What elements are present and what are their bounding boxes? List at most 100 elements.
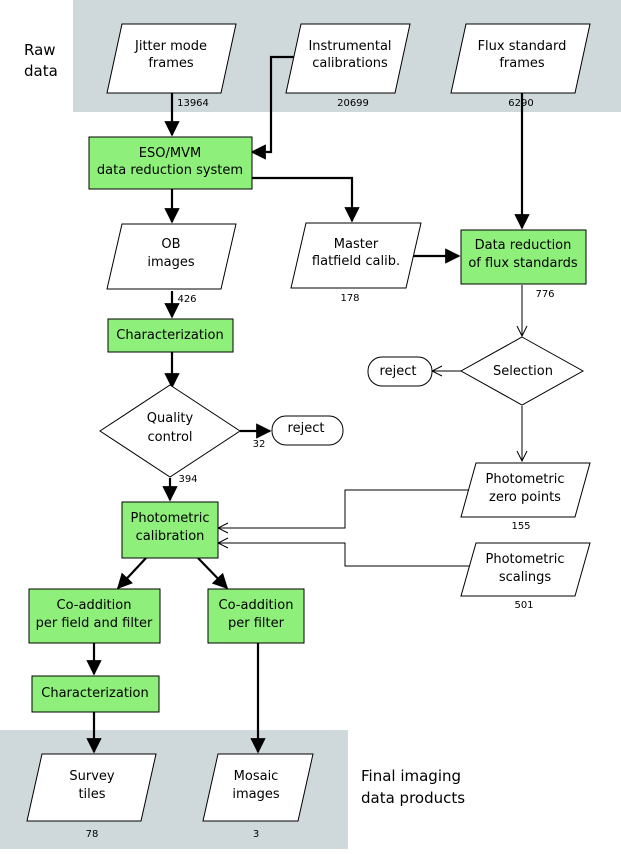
label-line1: OB <box>161 237 180 252</box>
count: 501 <box>514 600 533 611</box>
label-line1: Jitter mode <box>134 39 207 54</box>
data-parallelogram <box>450 23 591 94</box>
label: Selection <box>493 364 553 379</box>
label: Characterization <box>116 328 224 343</box>
data-parallelogram <box>106 223 237 290</box>
decision-diamond <box>459 336 585 406</box>
label-line2: frames <box>499 56 545 71</box>
node-master-flatfield: Master flatfield calib. 178 <box>290 222 422 304</box>
label-line2: frames <box>148 56 194 71</box>
count: 394 <box>178 474 197 485</box>
count: 178 <box>340 293 359 304</box>
node-coaddition-per-filter: Co-addition per filter <box>207 588 305 644</box>
node-flux-standard-frames: Flux standard frames 6290 <box>450 23 591 109</box>
label-line1: Photometric <box>131 511 210 526</box>
count: 32 <box>253 439 266 450</box>
data-parallelogram <box>26 753 157 822</box>
label-line2: flatfield calib. <box>312 254 400 269</box>
process-box <box>460 229 587 285</box>
node-mosaic-images: Mosaic images 3 <box>202 753 314 840</box>
process-box <box>88 136 253 190</box>
count: 6290 <box>508 98 533 109</box>
process-box <box>28 588 161 644</box>
node-characterization-1: Characterization <box>107 318 234 353</box>
process-box <box>31 675 160 713</box>
terminator <box>271 415 344 446</box>
label-line1: Master <box>334 237 379 252</box>
node-selection: Selection <box>459 336 585 406</box>
label-line1: Flux standard <box>478 39 567 54</box>
data-parallelogram <box>460 542 591 597</box>
label-line1: Co-addition <box>57 598 132 613</box>
count: 20699 <box>337 98 369 109</box>
label-line2: control <box>147 430 192 445</box>
node-characterization-2: Characterization <box>31 675 160 713</box>
process-box <box>207 588 305 644</box>
label-line2: tiles <box>78 787 105 802</box>
node-data-reduction-flux: Data reduction of flux standards 776 <box>460 229 587 300</box>
data-parallelogram <box>106 23 237 94</box>
node-eso-mvm-reduction: ESO/MVM data reduction system <box>88 136 253 190</box>
label: reject <box>288 421 325 436</box>
count: 426 <box>177 294 196 305</box>
label-line1: Survey <box>69 769 115 784</box>
edge-photcal-to-coadd-filter <box>197 557 229 590</box>
raw-data-label-line1: Raw <box>24 41 56 59</box>
label-line1: Co-addition <box>219 598 294 613</box>
label: reject <box>380 364 417 379</box>
data-parallelogram <box>202 753 314 822</box>
label-line2: of flux standards <box>468 256 578 271</box>
data-parallelogram <box>460 462 591 518</box>
final-products-label-line2: data products <box>361 789 465 807</box>
label-line2: per filter <box>228 616 285 631</box>
label-line2: data reduction system <box>97 163 243 178</box>
label-line1: Mosaic <box>234 769 279 784</box>
label-line2: calibration <box>136 529 205 544</box>
node-photometric-scalings: Photometric scalings 501 <box>460 542 591 611</box>
node-instrumental-calibrations: Instrumental calibrations 20699 <box>285 23 411 109</box>
label-line2: scalings <box>499 570 552 585</box>
label-line1: ESO/MVM <box>139 146 201 161</box>
node-ob-images: OB images 426 <box>106 223 237 305</box>
label-line1: Instrumental <box>308 39 391 54</box>
node-coaddition-per-field-filter: Co-addition per field and filter <box>28 588 161 644</box>
count: 78 <box>86 829 99 840</box>
data-parallelogram <box>285 23 411 94</box>
node-jitter-frames: Jitter mode frames 13964 <box>106 23 237 109</box>
thin-connectors <box>218 285 522 567</box>
label-line1: Photometric <box>486 472 565 487</box>
count: 155 <box>511 521 530 532</box>
edge-scalings-to-photcal <box>218 543 470 567</box>
label-line1: Data reduction <box>475 238 572 253</box>
label-line2: calibrations <box>312 56 388 71</box>
label: Characterization <box>41 686 149 701</box>
count: 3 <box>253 829 259 840</box>
final-products-label-line1: Final imaging <box>361 767 461 785</box>
label-line2: zero points <box>489 490 561 505</box>
label-line2: images <box>147 255 194 270</box>
node-photometric-zero-points: Photometric zero points 155 <box>460 462 591 532</box>
data-parallelogram <box>290 222 422 289</box>
node-reject-selection: reject <box>367 356 433 387</box>
node-photometric-calibration: Photometric calibration <box>121 501 219 559</box>
label-line1: Photometric <box>486 552 565 567</box>
process-box <box>107 318 234 353</box>
label-line1: Quality <box>147 411 194 426</box>
node-survey-tiles: Survey tiles 78 <box>26 753 157 840</box>
edge-instr-to-eso <box>250 55 301 160</box>
process-box <box>121 501 219 559</box>
count: 776 <box>535 289 554 300</box>
label-line2: per field and filter <box>36 616 153 631</box>
edge-eso-to-master <box>252 176 360 223</box>
label-line2: images <box>232 787 279 802</box>
node-reject-quality: reject 32 <box>253 415 344 450</box>
count: 13964 <box>177 98 209 109</box>
thick-connectors <box>86 55 530 754</box>
edge-photcal-to-coadd-field <box>116 557 147 590</box>
terminator <box>367 356 433 387</box>
node-quality-control: Quality control 394 <box>99 384 241 485</box>
decision-diamond <box>99 384 241 478</box>
raw-data-label-line2: data <box>24 62 58 80</box>
